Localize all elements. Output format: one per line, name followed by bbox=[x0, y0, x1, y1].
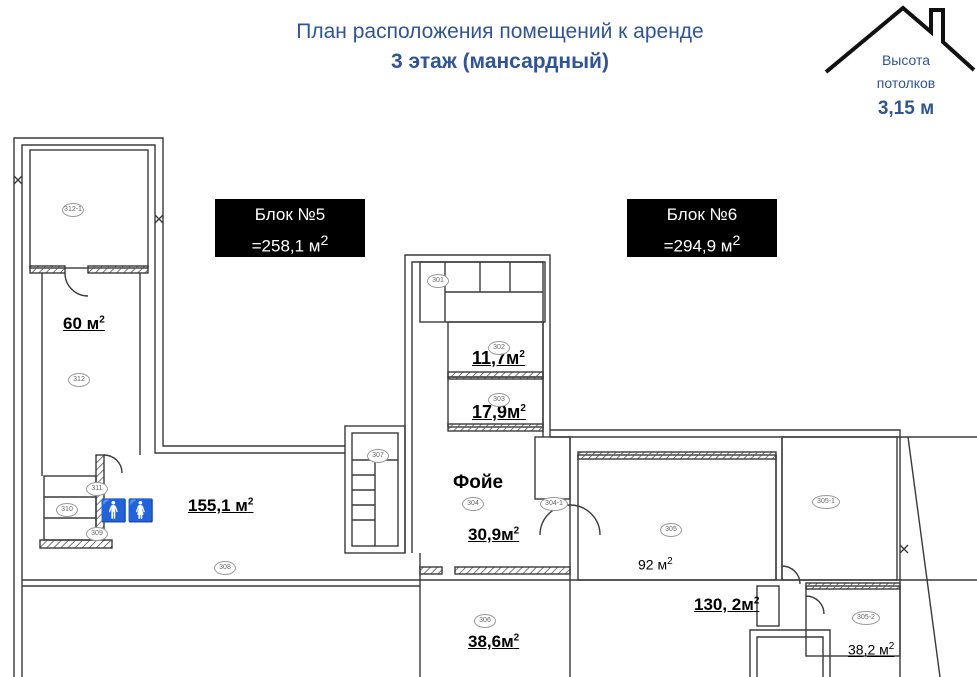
foyer-label: Фойе bbox=[453, 472, 504, 493]
room-number: 305-2 bbox=[852, 611, 880, 625]
area-38-2: 38,2 м2 bbox=[848, 641, 895, 658]
area-60: 60 м2 bbox=[63, 314, 105, 333]
block-5-area: =258,1 м2 bbox=[251, 233, 329, 256]
area-30-9: 30,9м2 bbox=[468, 525, 520, 544]
block-6-name: Блок №6 bbox=[666, 205, 738, 224]
room-number: 307 bbox=[367, 449, 389, 463]
plan-title: План расположения помещений к аренде bbox=[296, 20, 704, 43]
room-number: 304-1 bbox=[540, 497, 568, 511]
room-number: 305-1 bbox=[812, 495, 840, 509]
ceiling-label: Высота bbox=[881, 52, 931, 68]
area-11-7: 11,7м2 bbox=[472, 348, 525, 368]
restroom-icon: 🚹🚺 bbox=[100, 498, 155, 523]
room-number: 311 bbox=[86, 482, 108, 496]
block-6-area: =294,9 м2 bbox=[663, 233, 741, 256]
room-number: 304 bbox=[462, 497, 484, 511]
block-5-name: Блок №5 bbox=[254, 205, 326, 224]
area-155-1: 155,1 м2 bbox=[188, 496, 254, 515]
room-number: 301 bbox=[427, 274, 449, 288]
ceiling-label-2: потолков bbox=[876, 75, 936, 91]
area-92: 92 м2 bbox=[638, 556, 673, 573]
room-number: 312-1 bbox=[62, 203, 84, 217]
block-6-label: Блок №6 =294,9 м2 bbox=[627, 199, 777, 257]
area-17-9: 17,9м2 bbox=[472, 402, 526, 422]
room-number: 303 bbox=[488, 393, 510, 407]
area-130-2: 130, 2м2 bbox=[694, 595, 760, 614]
room-number: 308 bbox=[214, 561, 236, 575]
room-number: 306 bbox=[474, 614, 496, 628]
room-number: 312 bbox=[68, 373, 90, 387]
room-number: 302 bbox=[488, 341, 510, 355]
roof-outline-icon bbox=[824, 5, 976, 74]
ceiling-height-value: 3,15 м bbox=[877, 98, 935, 119]
block-5-label: Блок №5 =258,1 м2 bbox=[215, 199, 365, 257]
room-number: 309 bbox=[86, 527, 108, 541]
area-38-6: 38,6м2 bbox=[468, 632, 520, 651]
floor-subtitle: 3 этаж (мансардный) bbox=[391, 50, 609, 73]
room-number: 310 bbox=[56, 503, 78, 517]
room-number: 305 bbox=[660, 523, 682, 537]
